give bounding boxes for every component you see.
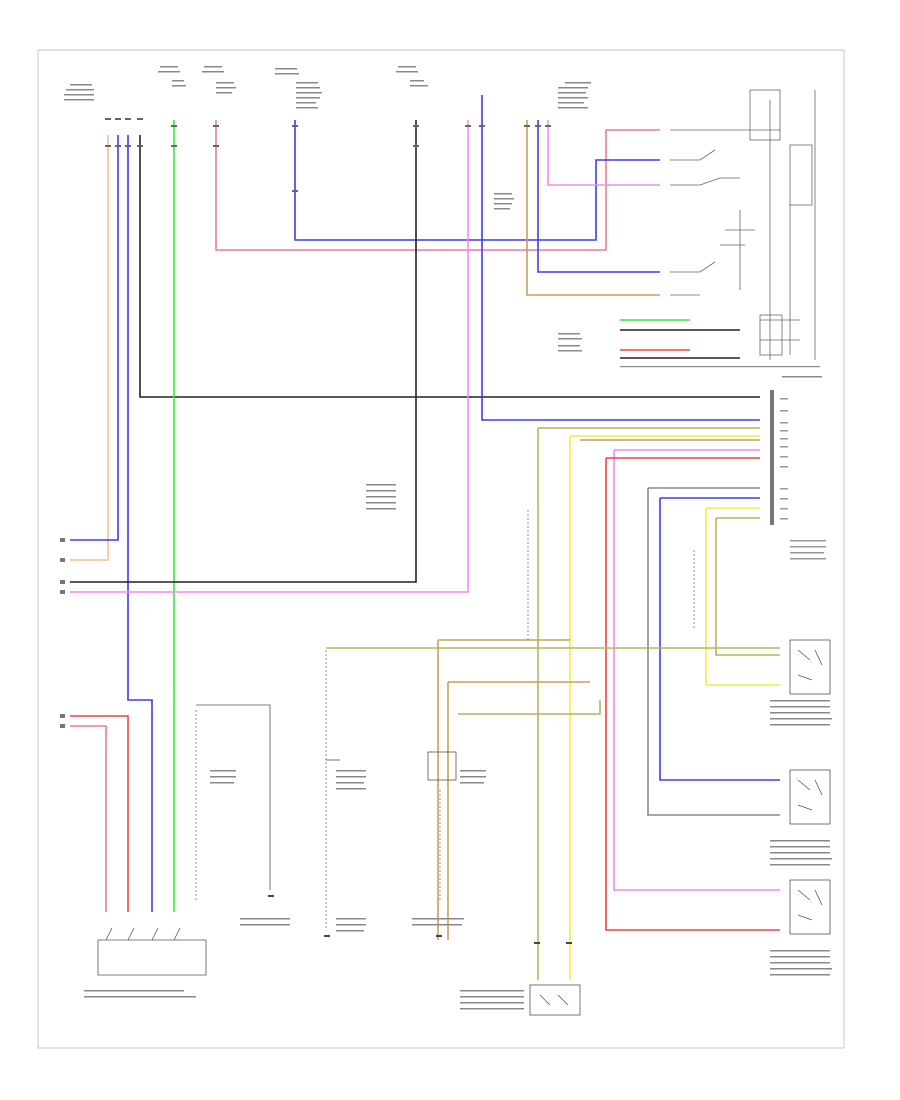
connector-icon xyxy=(105,118,551,192)
wire-blue-left-1 xyxy=(70,135,119,541)
wire-black-left xyxy=(139,135,760,398)
wire-light-pink-right xyxy=(613,449,780,891)
top-label-cluster xyxy=(64,66,822,378)
wire-black-center xyxy=(70,120,417,583)
diagram-frame xyxy=(37,49,845,1049)
wire-gray-right xyxy=(647,487,780,816)
wire-tan-lower xyxy=(437,639,570,940)
wire-olive-right xyxy=(715,517,780,656)
wire-pink-top xyxy=(215,120,660,251)
center-dashed-labels xyxy=(195,510,695,930)
ecu-connector-block xyxy=(770,390,826,560)
left-connector-markers xyxy=(60,538,65,728)
wire-red-bottom-left xyxy=(70,715,129,912)
wire-blue-top xyxy=(294,120,660,241)
switch-icon xyxy=(670,89,816,360)
wire-blue-center xyxy=(481,95,760,421)
bottom-center-motor xyxy=(529,984,581,1016)
wire-blue-center-2 xyxy=(537,120,660,273)
wire-light-pink-top-right xyxy=(547,120,660,186)
right-box-labels xyxy=(770,700,832,976)
wire-olive-h3 xyxy=(458,700,601,715)
wire-blue-right xyxy=(659,497,780,781)
wire-light-pink-center xyxy=(70,120,469,593)
center-labels xyxy=(84,484,524,1010)
wire-tan-center xyxy=(526,120,660,296)
wire-red-right xyxy=(605,457,780,931)
motor-icon xyxy=(789,639,831,935)
wire-pink-bottom-left xyxy=(70,725,107,912)
bottom-left-wires xyxy=(70,715,129,912)
wire-yellow-right xyxy=(705,507,780,686)
wire-tan-h2 xyxy=(447,681,590,940)
top-right-wires xyxy=(620,319,740,359)
wire-orange-left xyxy=(70,135,109,561)
wire-blue-left-2 xyxy=(127,135,153,912)
door-lock-switch xyxy=(97,927,207,976)
wire-olive-main xyxy=(537,427,760,980)
relay-boxes xyxy=(196,704,457,890)
ground-icon xyxy=(268,895,572,944)
left-wire-bundle xyxy=(70,95,760,912)
wire-yellow-main xyxy=(569,435,760,980)
right-wire-bundle xyxy=(326,427,780,980)
